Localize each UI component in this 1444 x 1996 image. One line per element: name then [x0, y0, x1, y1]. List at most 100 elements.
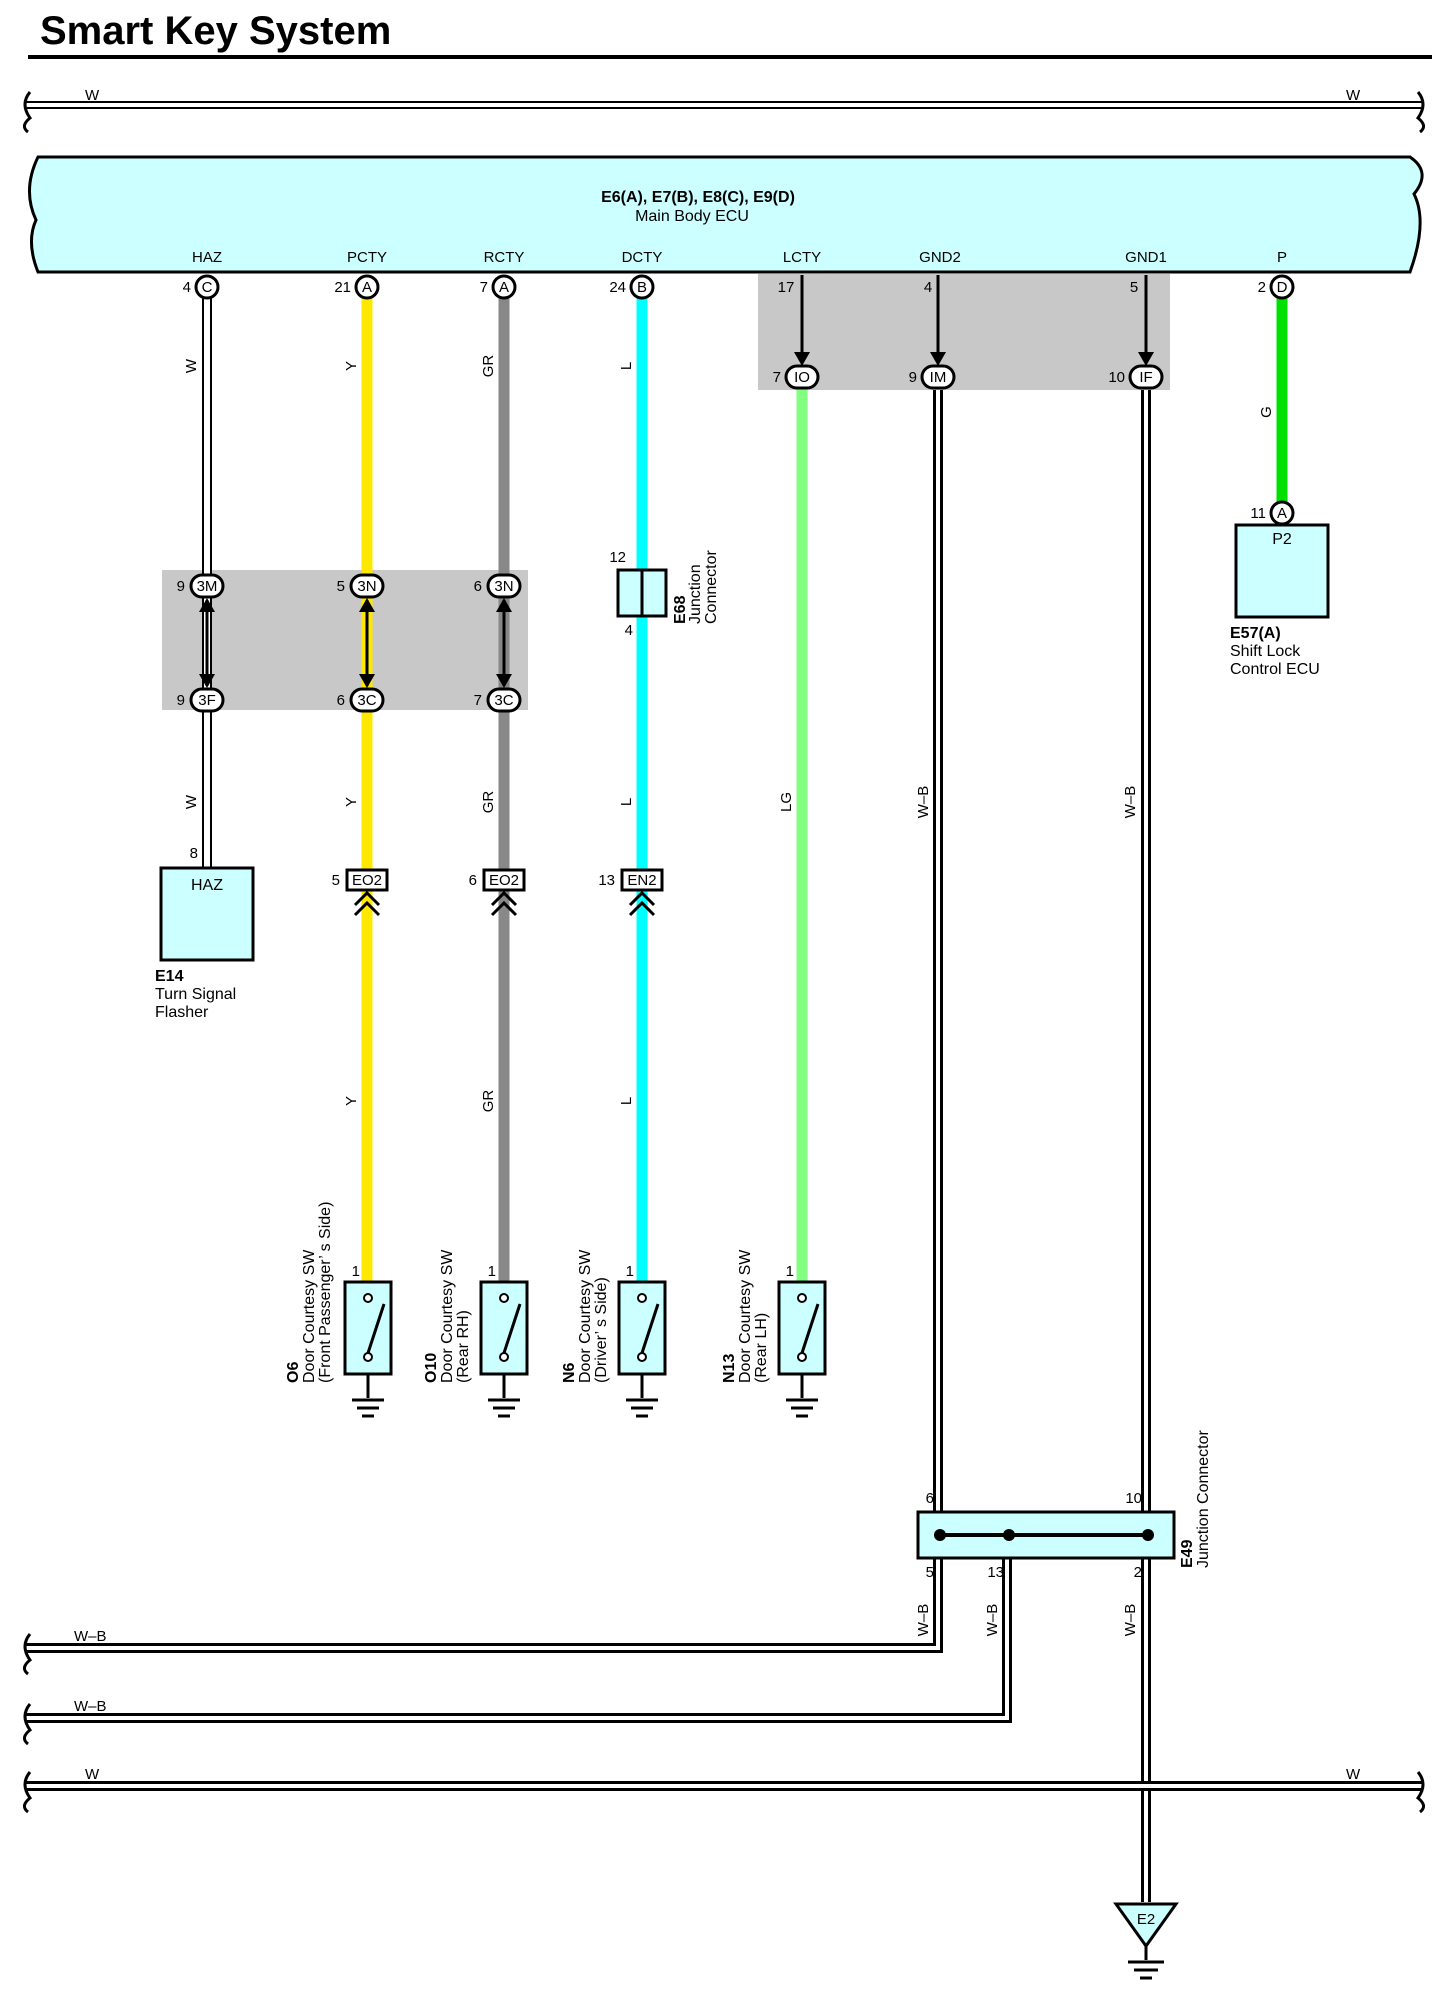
svg-text:3M: 3M — [197, 578, 218, 595]
svg-text:Y: Y — [343, 1096, 360, 1106]
svg-text:3F: 3F — [198, 692, 216, 709]
bus-wavy-ends — [23, 1633, 1425, 1814]
svg-text:W–B: W–B — [915, 1604, 932, 1637]
svg-text:4: 4 — [625, 622, 633, 639]
svg-text:2: 2 — [1134, 1564, 1142, 1581]
svg-text:W–B: W–B — [74, 1698, 107, 1715]
terminal-lcty: LCTY — [783, 249, 821, 266]
svg-text:E57(A): E57(A) — [1230, 625, 1281, 642]
ecu-terminal-pins: C 4 A 21 A 7 B 24 17 4 5 D 2 — [183, 274, 1295, 300]
switch-o6: 1 O6 Door Courtesy SW (Front Passenger’ … — [285, 1202, 393, 1418]
switch-n13: 1 N13 Door Courtesy SW (Rear LH) — [721, 1249, 827, 1418]
svg-text:W: W — [1346, 1766, 1361, 1783]
connector-eo2-b: EO2 6 — [469, 868, 526, 917]
pin-lcty: 17 — [778, 279, 795, 296]
connector-eo2-a: EO2 5 — [332, 868, 389, 917]
e14-turn-signal-flasher: 8 HAZ E14 Turn Signal Flasher — [155, 845, 255, 1021]
svg-text:Control ECU: Control ECU — [1230, 661, 1320, 678]
svg-text:Y: Y — [343, 361, 360, 371]
svg-text:4: 4 — [183, 279, 191, 296]
svg-text:Door Courtesy SW: Door Courtesy SW — [737, 1249, 754, 1383]
svg-text:Y: Y — [343, 797, 360, 807]
svg-text:6: 6 — [337, 692, 345, 709]
svg-text:C: C — [202, 279, 213, 296]
svg-text:W–B: W–B — [915, 786, 932, 819]
pin-p: D 2 — [1258, 274, 1295, 300]
svg-text:W: W — [183, 794, 200, 809]
svg-text:GR: GR — [480, 791, 497, 814]
svg-text:Door Courtesy SW: Door Courtesy SW — [577, 1249, 594, 1383]
svg-text:Shift Lock: Shift Lock — [1230, 643, 1301, 660]
svg-text:O6: O6 — [285, 1362, 302, 1383]
svg-text:9: 9 — [177, 692, 185, 709]
wires — [26, 296, 1422, 1902]
svg-text:W–B: W–B — [1122, 1604, 1139, 1637]
svg-text:E49: E49 — [1179, 1539, 1196, 1568]
svg-text:10: 10 — [1125, 1490, 1142, 1507]
main-body-ecu: E6(A), E7(B), E8(C), E9(D) Main Body ECU — [27, 155, 1424, 274]
svg-text:D: D — [1277, 279, 1288, 296]
svg-text:1: 1 — [626, 1263, 634, 1280]
svg-text:1: 1 — [488, 1263, 496, 1280]
e57-shift-lock-ecu: A 11 P2 E57(A) Shift Lock Control ECU — [1230, 500, 1330, 678]
svg-text:3N: 3N — [494, 578, 513, 595]
ecu-terminal-labels: HAZ PCTY RCTY DCTY LCTY GND2 GND1 P — [192, 249, 1287, 266]
svg-text:Junction Connector: Junction Connector — [1195, 1429, 1212, 1568]
wire-labels: W Y GR L G W Y GR L LG W–B W–B Y GR L W–… — [74, 355, 1361, 1783]
svg-text:N13: N13 — [721, 1354, 738, 1383]
svg-text:A: A — [362, 279, 372, 296]
svg-text:W: W — [183, 358, 200, 373]
svg-text:Door Courtesy SW: Door Courtesy SW — [301, 1249, 318, 1383]
svg-text:7: 7 — [474, 692, 482, 709]
pin-gnd2: 4 — [924, 279, 932, 296]
svg-text:8: 8 — [190, 845, 198, 862]
svg-text:24: 24 — [609, 279, 626, 296]
svg-text:Junction: Junction — [687, 564, 704, 624]
svg-text:6: 6 — [926, 1490, 934, 1507]
svg-text:3C: 3C — [357, 692, 376, 709]
svg-text:GR: GR — [480, 1090, 497, 1113]
svg-text:A: A — [499, 279, 509, 296]
svg-text:IM: IM — [930, 369, 947, 386]
svg-text:O10: O10 — [423, 1353, 440, 1383]
svg-text:EN2: EN2 — [627, 872, 656, 889]
svg-text:2: 2 — [1258, 279, 1266, 296]
e68-junction-connector: 12 4 E68 Junction Connector — [609, 549, 720, 639]
svg-text:GR: GR — [480, 355, 497, 378]
svg-text:21: 21 — [334, 279, 351, 296]
svg-text:W: W — [85, 1766, 100, 1783]
top-w-bus: W W — [23, 87, 1425, 134]
svg-text:(Front Passenger’ s Side): (Front Passenger’ s Side) — [317, 1202, 334, 1383]
pin-pcty: A 21 — [334, 274, 380, 300]
e49-junction-connector: 6 10 5 13 2 E49 Junction Connector — [916, 1429, 1212, 1581]
svg-text:E14: E14 — [155, 968, 184, 985]
junction-block: 3M 9 3F 9 3N 5 3C 6 3N 6 3C 7 — [177, 573, 522, 713]
terminal-gnd1: GND1 — [1125, 249, 1167, 266]
svg-text:W–B: W–B — [74, 1628, 107, 1645]
svg-text:13: 13 — [987, 1564, 1004, 1581]
svg-text:6: 6 — [474, 578, 482, 595]
svg-text:3N: 3N — [357, 578, 376, 595]
svg-text:Turn Signal: Turn Signal — [155, 986, 236, 1003]
inline-connectors: EO2 5 EO2 6 EN2 13 — [332, 868, 664, 917]
svg-text:10: 10 — [1108, 369, 1125, 386]
internal-connectors: IO 7 IM 9 IF 10 — [773, 275, 1164, 390]
door-switches: 1 O6 Door Courtesy SW (Front Passenger’ … — [285, 1202, 827, 1418]
svg-text:W–B: W–B — [1122, 786, 1139, 819]
connector-im: IM 9 — [909, 364, 956, 390]
svg-text:(Rear RH): (Rear RH) — [455, 1310, 472, 1383]
svg-text:EO2: EO2 — [352, 872, 382, 889]
svg-text:P2: P2 — [1272, 531, 1292, 548]
svg-text:N6: N6 — [561, 1362, 578, 1383]
svg-text:11: 11 — [1250, 505, 1266, 522]
svg-text:L: L — [618, 798, 635, 806]
svg-text:B: B — [637, 279, 647, 296]
svg-text:1: 1 — [786, 1263, 794, 1280]
internal-connector-area — [758, 274, 1170, 390]
svg-text:HAZ: HAZ — [191, 877, 223, 894]
terminal-rcty: RCTY — [484, 249, 525, 266]
connector-if: IF 10 — [1108, 364, 1164, 390]
svg-text:IF: IF — [1139, 369, 1152, 386]
svg-text:6: 6 — [469, 872, 477, 889]
